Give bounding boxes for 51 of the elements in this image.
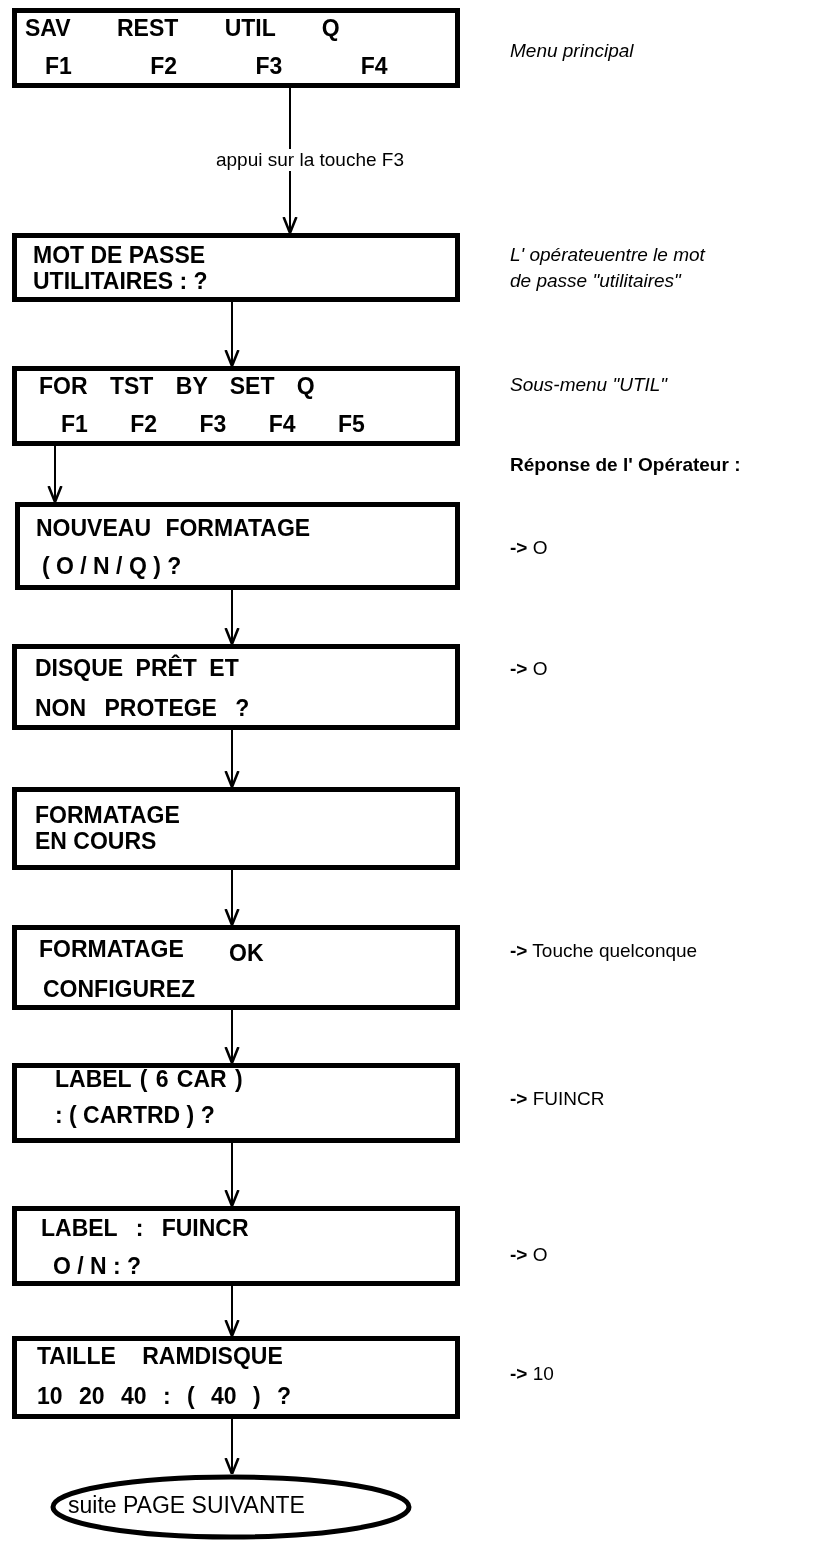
annotation-text: -> FUINCR <box>510 1087 605 1111</box>
annotation-text: -> O <box>510 1243 548 1267</box>
screen-text: FORMATAGE <box>39 936 184 963</box>
screen-text: 10 20 40 : ( 40 ) ? <box>37 1383 292 1410</box>
screen-box <box>12 925 460 1010</box>
arrow <box>224 1142 240 1208</box>
arrow <box>224 729 240 789</box>
screen-text: SAV REST UTIL Q <box>25 15 340 42</box>
screen-box <box>15 502 460 590</box>
screen-text: ( O / N / Q ) ? <box>42 553 182 580</box>
screen-text: F1 F2 F3 F4 <box>45 53 388 80</box>
annotation-text: Sous-menu "UTIL" <box>510 373 668 397</box>
screen-box <box>12 1063 460 1143</box>
screen-box <box>12 8 460 88</box>
annotation-text: -> Touche quelconque <box>510 939 698 963</box>
screen-text: TAILLE RAMDISQUE <box>37 1343 283 1370</box>
arrow <box>224 1009 240 1065</box>
edge-label: appui sur la touche F3 <box>214 148 406 171</box>
screen-text: FOR TST BY SET Q <box>39 373 315 400</box>
screen-box <box>12 644 460 730</box>
screen-text: FORMATAGE EN COURS <box>35 802 181 855</box>
screen-text: MOT DE PASSE UTILITAIRES : ? <box>33 242 209 295</box>
annotation-text: Menu principal <box>510 39 634 63</box>
arrow <box>224 301 240 368</box>
arrow <box>224 1418 240 1476</box>
screen-text: NON PROTEGE ? <box>35 695 250 722</box>
screen-text: F1 F2 F3 F4 F5 <box>61 411 365 438</box>
screen-text: DISQUE PRÊT ET <box>35 655 239 682</box>
arrow <box>224 869 240 927</box>
screen-text: : ( CARTRD ) ? <box>55 1102 215 1129</box>
screen-box <box>12 366 460 446</box>
screen-box <box>12 1336 460 1419</box>
screen-text: NOUVEAU FORMATAGE <box>36 515 311 542</box>
screen-text: LABEL : FUINCR <box>41 1215 249 1242</box>
screen-text: suite PAGE SUIVANTE <box>68 1492 305 1519</box>
annotation-text: -> O <box>510 536 548 560</box>
terminator-ellipse <box>50 1474 412 1540</box>
screen-text: LABEL ( 6 CAR ) <box>55 1066 243 1093</box>
screen-text: CONFIGUREZ <box>43 976 196 1003</box>
arrow <box>224 1285 240 1338</box>
annotation-text: -> O <box>510 657 548 681</box>
annotation-text: L' opérateuentre le mot de passe "utilitaires" <box>510 243 707 293</box>
arrow <box>47 445 63 504</box>
screen-box <box>12 787 460 870</box>
screen-text: O / N : ? <box>53 1253 142 1280</box>
column-heading: Réponse de l' Opérateur : <box>510 453 741 477</box>
screen-box <box>12 233 460 302</box>
arrow <box>224 589 240 646</box>
screen-text: OK <box>229 940 264 967</box>
annotation-text: -> 10 <box>510 1362 554 1386</box>
screen-box <box>12 1206 460 1286</box>
